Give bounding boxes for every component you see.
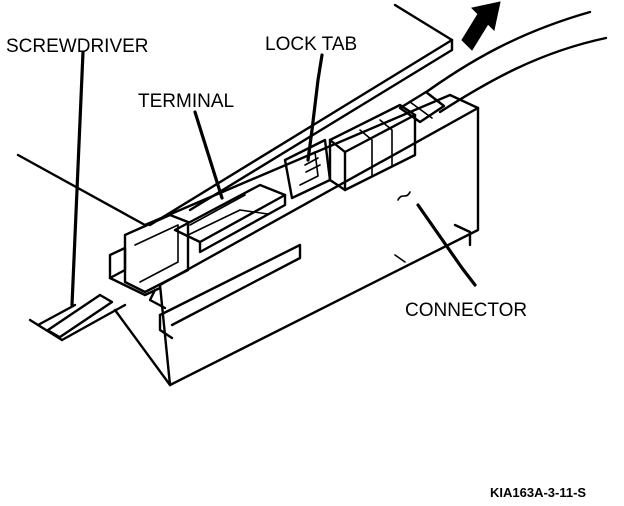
terminal-label: TERMINAL: [138, 91, 234, 112]
terminal: [173, 183, 287, 254]
wire-barrel: [328, 103, 417, 192]
terminal-cavity: [108, 213, 190, 297]
leader-lines: [70, 50, 477, 307]
base-plate: [28, 303, 172, 387]
connector-label: CONNECTOR: [405, 300, 527, 321]
lock-tab-label: LOCK TAB: [265, 34, 357, 55]
pull-direction-arrow: [461, 1, 501, 51]
screwdriver-leader: [70, 50, 85, 307]
screwdriver-label: SCREWDRIVER: [6, 36, 149, 57]
wire: [398, 10, 608, 124]
screwdriver-blade: [46, 293, 114, 339]
lock-tab-leader: [306, 53, 324, 162]
connector-body: [143, 93, 480, 387]
terminal-leader: [193, 110, 224, 200]
connector-leader: [416, 203, 477, 287]
figure-code: KIA163A-3-11-S: [490, 485, 586, 500]
cover-plate: [16, 3, 454, 227]
